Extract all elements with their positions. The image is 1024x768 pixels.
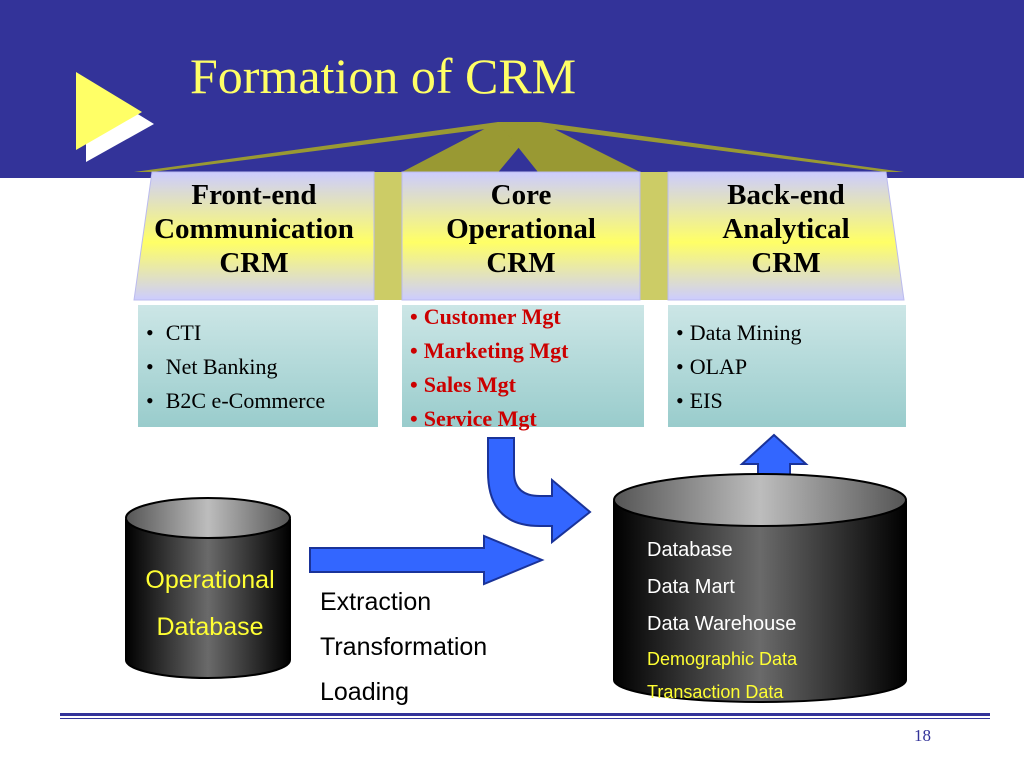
crm-box-shapes [133, 171, 905, 301]
box-line: Operational [446, 213, 596, 245]
list-item: Net Banking [146, 350, 325, 384]
play-triangle-icon [76, 72, 154, 162]
front-end-list: CTI Net Banking B2C e-Commerce [146, 316, 325, 418]
warehouse-item: Database [647, 539, 733, 561]
box-line: Core [490, 179, 552, 211]
etl-steps: Extraction Transformation Loading [320, 580, 487, 715]
warehouse-contents: Database Data Mart Data Warehouse Demogr… [647, 532, 797, 709]
list-item: Customer Mgt [410, 300, 569, 334]
list-item: Marketing Mgt [410, 334, 569, 368]
list-item: Data Mining [676, 316, 802, 350]
operational-database-cylinder [125, 497, 291, 679]
box-line: Analytical [722, 213, 850, 245]
etl-step: Transformation [320, 633, 488, 661]
db-label-line: Operational [145, 566, 275, 594]
back-end-analytical-crm-box: Back-end Analytical CRM [668, 178, 904, 298]
box-line: CRM [751, 247, 821, 279]
db-label-line: Database [156, 613, 264, 641]
front-end-crm-box: Front-end Communication CRM [134, 178, 374, 298]
page-title: Formation of CRM [190, 48, 577, 104]
etl-step: Loading [320, 678, 409, 706]
back-end-list: Data Mining OLAP EIS [676, 316, 802, 418]
list-item: OLAP [676, 350, 802, 384]
etl-arrow [309, 534, 545, 586]
footer-line-thick [60, 713, 990, 716]
box-line: Communication [154, 213, 354, 245]
list-item: EIS [676, 384, 802, 418]
operational-database-label: Operational Database [126, 557, 294, 651]
box-line: CRM [219, 247, 289, 279]
footer-line-thin [60, 718, 990, 719]
box-line: CRM [486, 247, 556, 279]
page-number: 18 [914, 726, 931, 745]
warehouse-cylinder [613, 473, 907, 703]
list-item: Sales Mgt [410, 368, 569, 402]
list-item: B2C e-Commerce [146, 384, 325, 418]
core-to-warehouse-arrow [487, 437, 592, 545]
etl-step: Extraction [320, 588, 432, 616]
box-line: Front-end [191, 179, 317, 211]
core-list: Customer Mgt Marketing Mgt Sales Mgt Ser… [410, 300, 569, 436]
box-line: Back-end [727, 179, 845, 211]
warehouse-highlight-item: Transaction Data [647, 682, 784, 702]
warehouse-highlight-item: Demographic Data [647, 649, 798, 669]
warehouse-item: Data Mart [647, 576, 735, 598]
core-operational-crm-box: Core Operational CRM [402, 178, 640, 298]
warehouse-item: Data Warehouse [647, 613, 797, 635]
list-item: Service Mgt [410, 402, 569, 436]
list-item: CTI [146, 316, 325, 350]
